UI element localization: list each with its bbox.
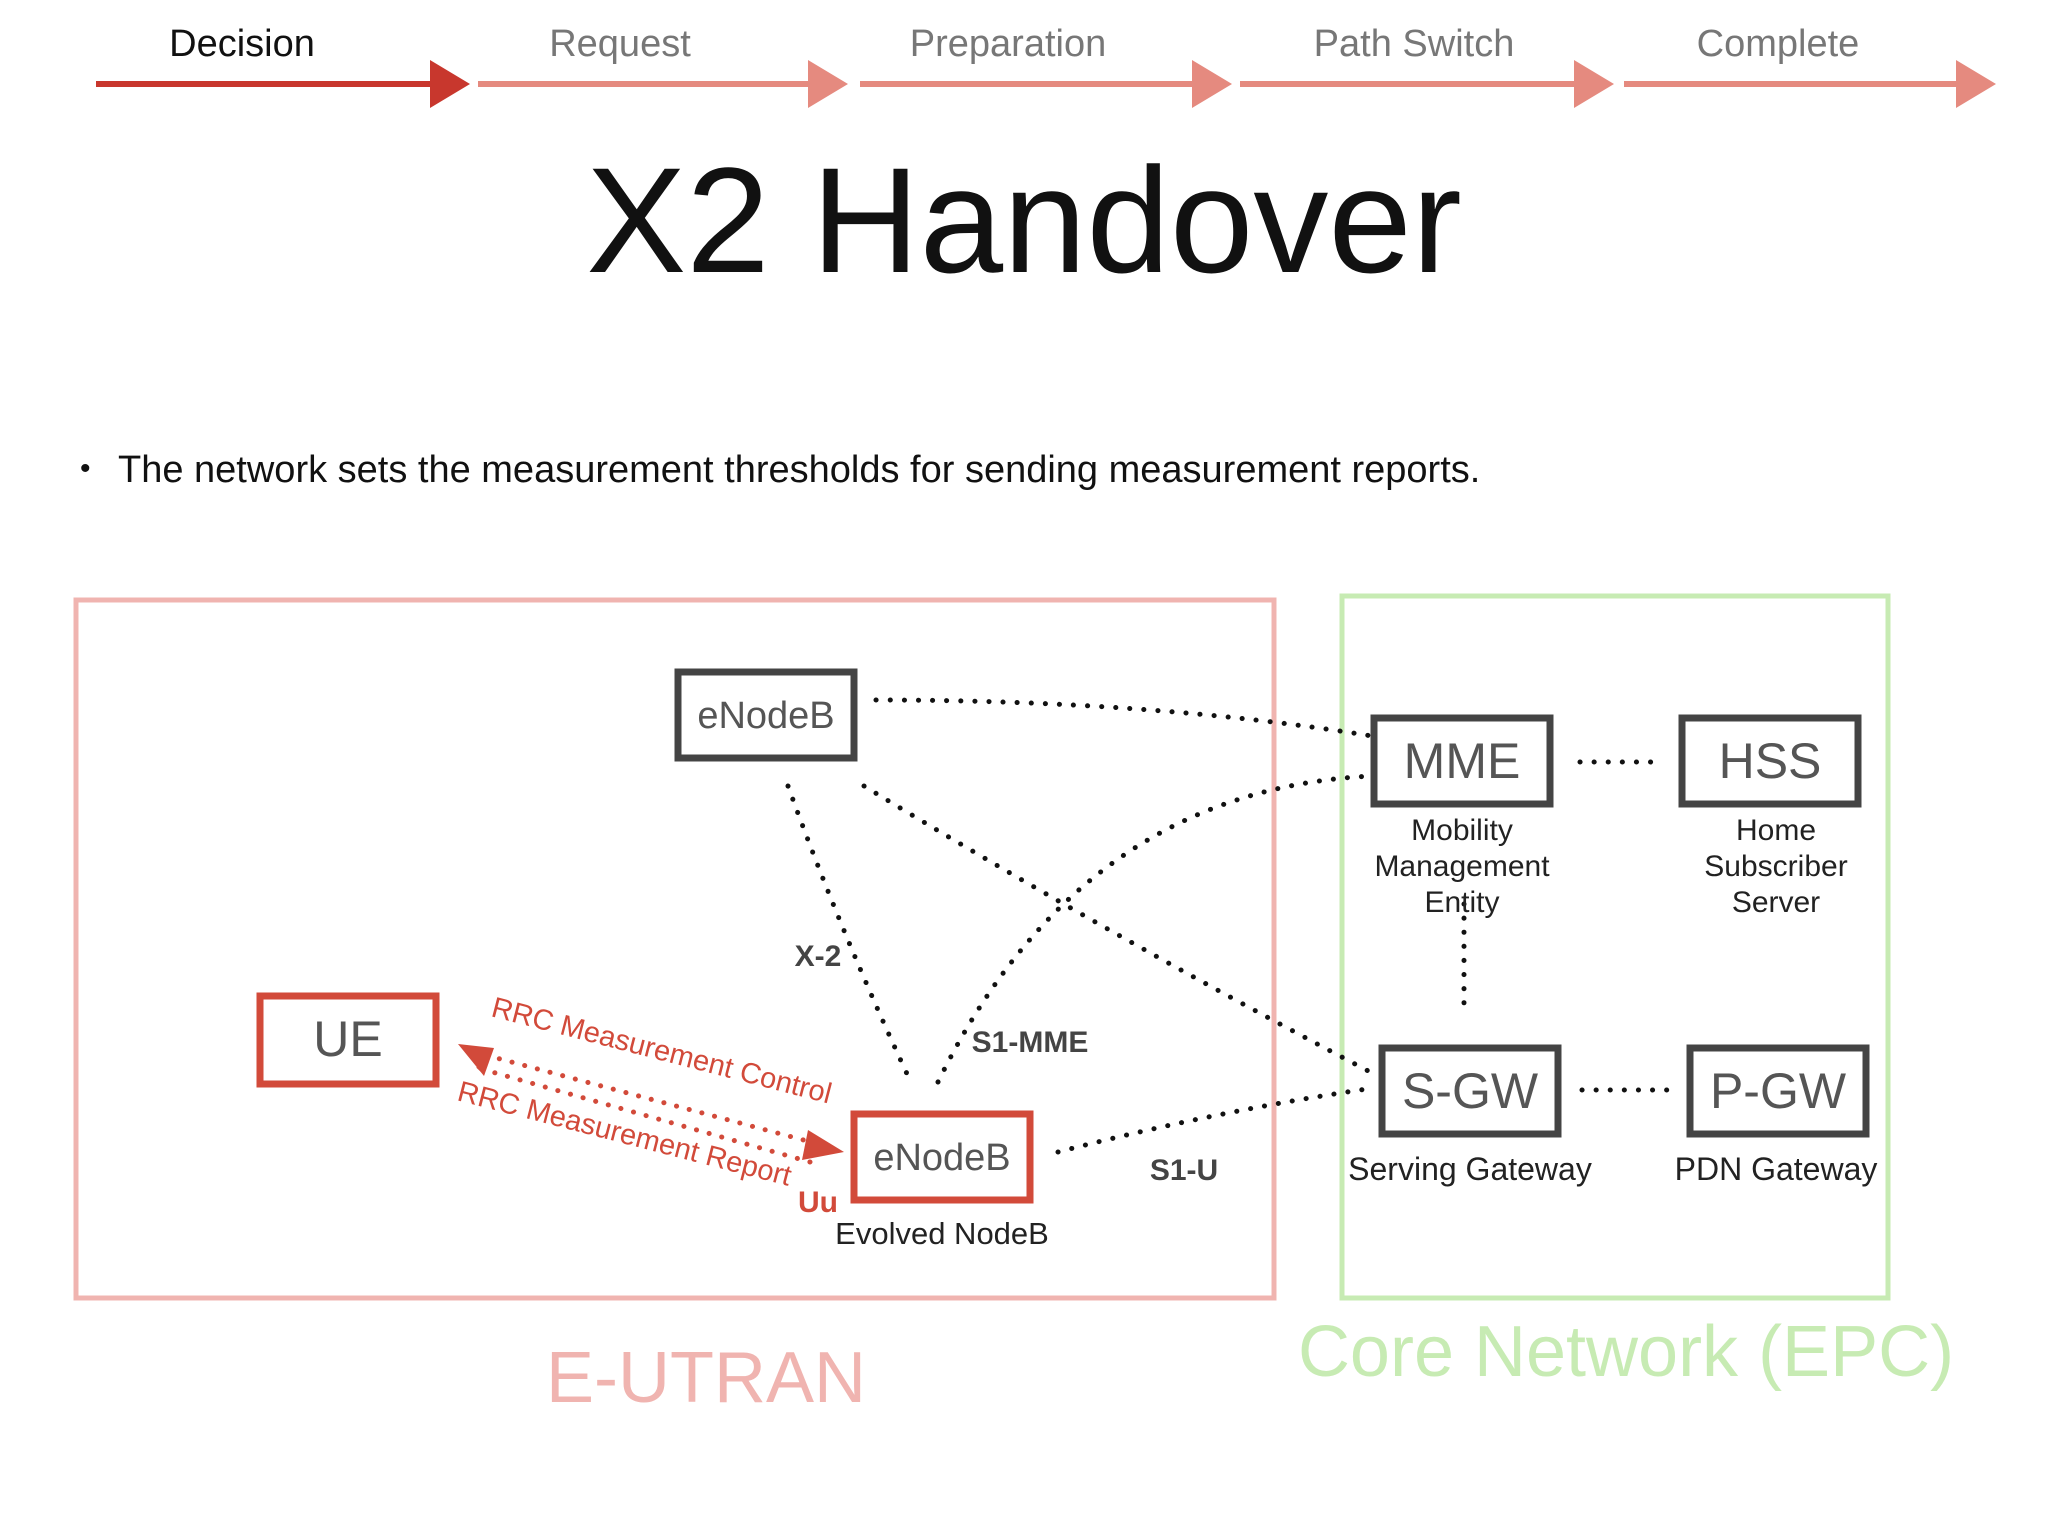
sgw-label: S-GW (1402, 1063, 1539, 1119)
sgw-box (1378, 1044, 1562, 1138)
mme-label: MME (1404, 733, 1521, 789)
sgw-caption: Serving Gateway (1348, 1151, 1592, 1187)
s1-u-link-label: S1-U (1150, 1154, 1218, 1187)
link-s1-mme (935, 773, 1375, 1085)
link-x2 (785, 783, 911, 1079)
rrc-control-arrowhead (802, 1130, 844, 1160)
mme-caption-line-3: Entity (1424, 886, 1499, 919)
enodeb-serving-box (850, 1110, 1034, 1204)
enodeb-serving-label: eNodeB (873, 1137, 1010, 1179)
rrc-control-label: RRC Measurement Control (488, 992, 835, 1111)
hss-label: HSS (1719, 733, 1822, 789)
pgw-caption: PDN Gateway (1675, 1151, 1878, 1187)
enodeb-top-label: eNodeB (697, 695, 834, 737)
step-decision[interactable]: Decision (96, 23, 470, 108)
enodeb-serving-caption: Evolved NodeB (835, 1216, 1049, 1251)
rrc-links (471, 1049, 829, 1165)
eutran-region (73, 597, 1277, 1301)
rrc-control-link (471, 1049, 829, 1149)
bullet-text: The network sets the measurement thresho… (118, 449, 1480, 491)
step-arrowhead-request (808, 60, 848, 108)
step-label-request: Request (549, 23, 691, 65)
hss-caption-line-3: Server (1732, 886, 1820, 919)
step-label-path-switch: Path Switch (1314, 23, 1515, 65)
ue-node[interactable]: UE (256, 992, 440, 1088)
s1-mme-link-label: S1-MME (972, 1026, 1089, 1059)
step-arrowhead-decision (430, 60, 470, 108)
eutran-label: E-UTRAN (546, 1338, 866, 1418)
hss-box (1678, 714, 1862, 808)
links-layer (785, 697, 1677, 1155)
hss-caption-line-1: Home (1736, 814, 1816, 847)
enodeb-top-node[interactable]: eNodeB (674, 668, 858, 762)
page-title: X2 Handover (586, 136, 1462, 304)
ue-box (256, 992, 440, 1088)
step-arrowhead-complete (1956, 60, 1996, 108)
rrc-report-arrowhead (458, 1044, 494, 1076)
step-arrowhead-preparation (1192, 60, 1232, 108)
uu-link-label: Uu (798, 1186, 838, 1219)
step-label-complete: Complete (1697, 23, 1860, 65)
step-complete[interactable]: Complete (1624, 23, 1996, 108)
ue-label: UE (313, 1011, 382, 1067)
mme-caption-line-1: Mobility (1411, 814, 1513, 847)
bullet-marker: • (80, 452, 91, 485)
step-label-preparation: Preparation (910, 23, 1106, 65)
step-progress-bar: Decision Request Preparation Path Switch… (96, 23, 1996, 108)
mme-node[interactable]: MME Mobility Management Entity (1370, 714, 1554, 919)
pgw-label: P-GW (1710, 1063, 1847, 1119)
link-s1-u (1055, 1085, 1377, 1155)
core-network-label: Core Network (EPC) (1298, 1312, 1954, 1392)
link-enodeb-top-to-sgw (861, 783, 1377, 1077)
mme-box (1370, 714, 1554, 808)
step-request[interactable]: Request (478, 23, 848, 108)
mme-caption-line-2: Management (1374, 850, 1550, 883)
step-path-switch[interactable]: Path Switch (1240, 23, 1614, 108)
link-enodeb-top-to-mme (873, 697, 1375, 739)
pgw-node[interactable]: P-GW PDN Gateway (1675, 1044, 1878, 1187)
rrc-report-link (475, 1065, 813, 1165)
hss-caption-line-2: Subscriber (1704, 850, 1847, 883)
step-preparation[interactable]: Preparation (860, 23, 1232, 108)
hss-node[interactable]: HSS Home Subscriber Server (1678, 714, 1862, 919)
sgw-node[interactable]: S-GW Serving Gateway (1348, 1044, 1592, 1187)
step-label-decision: Decision (169, 23, 315, 65)
enodeb-serving-node[interactable]: eNodeB Evolved NodeB (835, 1110, 1049, 1251)
pgw-box (1686, 1044, 1870, 1138)
x2-link-label: X-2 (795, 940, 842, 973)
core-network-region (1339, 593, 1891, 1301)
enodeb-top-box (674, 668, 858, 762)
step-arrowhead-path-switch (1574, 60, 1614, 108)
